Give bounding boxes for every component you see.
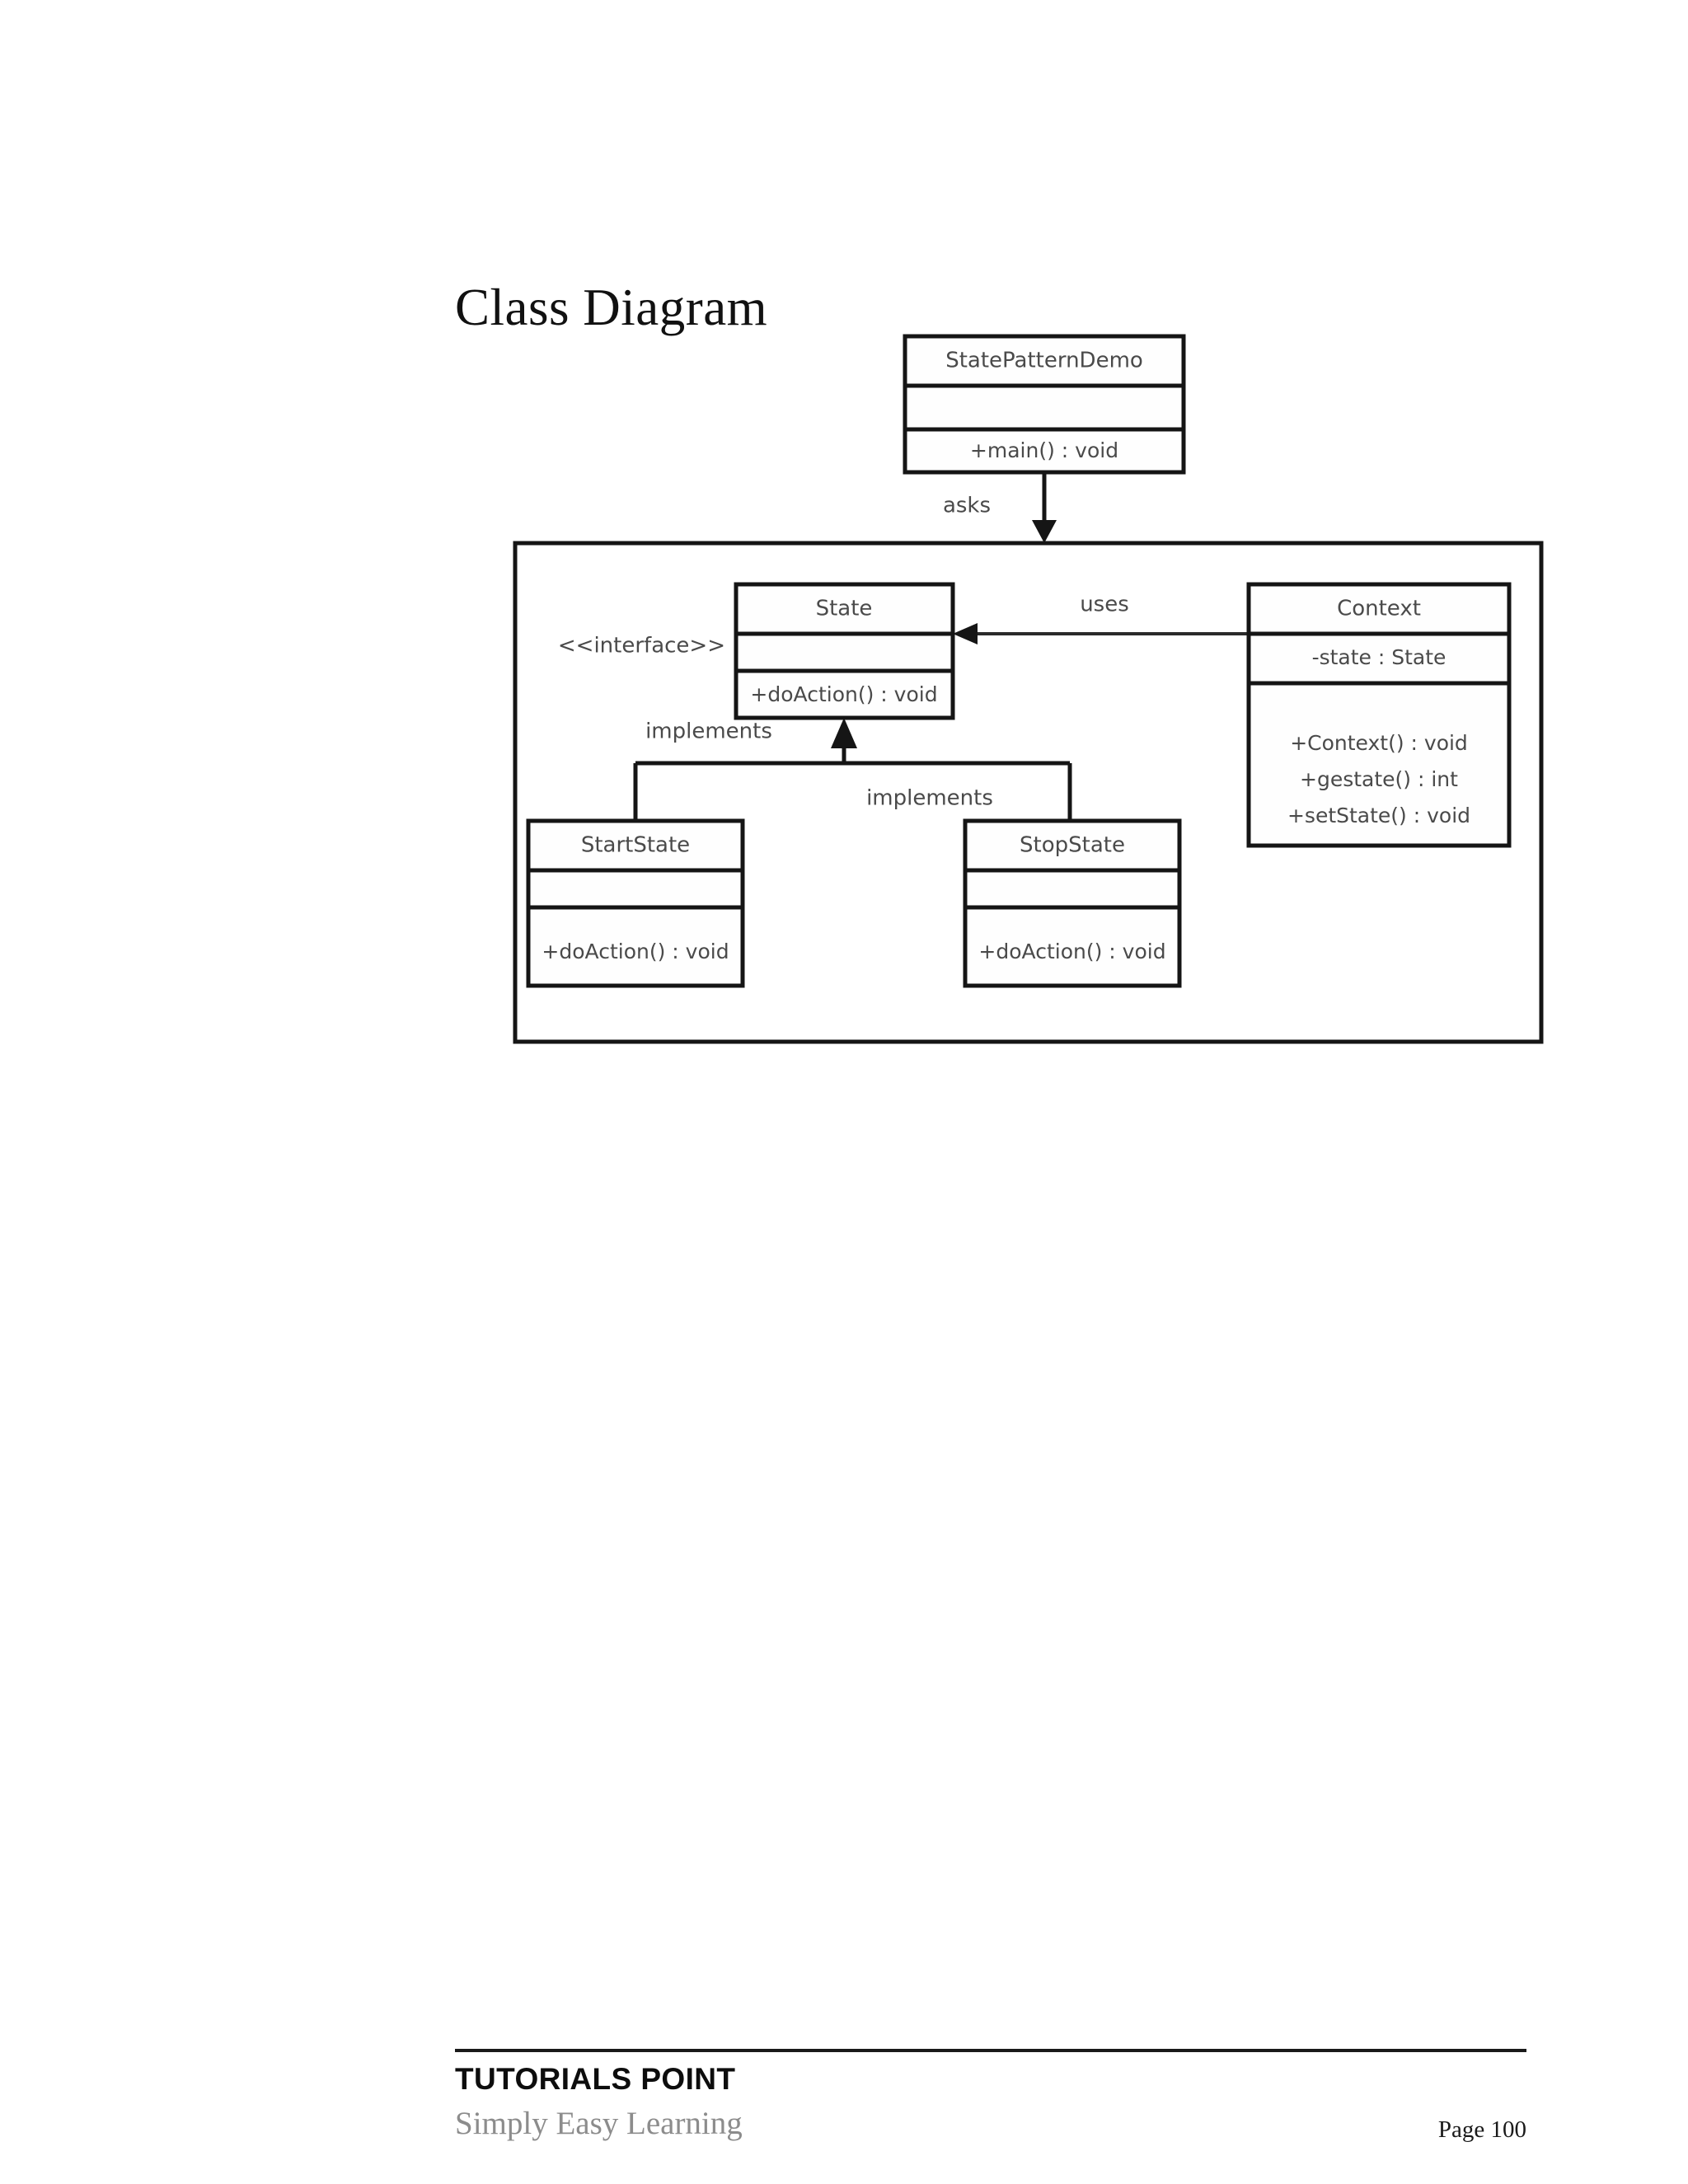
operation-context-gestate: +gestate() : int xyxy=(1300,767,1458,791)
class-box-state-pattern-demo[interactable]: StatePatternDemo +main() : void xyxy=(903,334,1186,475)
attribute-context-state: -state : State xyxy=(1312,645,1447,669)
class-name-state: State xyxy=(816,597,873,621)
edge-label-asks: asks xyxy=(943,494,991,518)
footer-tagline: Simply Easy Learning xyxy=(455,2106,743,2141)
page-number: Page 100 xyxy=(1437,2116,1526,2143)
edge-label-uses: uses xyxy=(1080,593,1129,617)
class-diagram-figure: StatePatternDemo +main() : void asks <<i… xyxy=(33,310,1688,1093)
relationship-asks: asks xyxy=(943,472,1057,543)
operation-start-state-doaction: +doAction() : void xyxy=(542,940,729,963)
class-name-start-state: StartState xyxy=(581,833,690,858)
operation-stop-state-doaction: +doAction() : void xyxy=(978,940,1165,963)
edge-label-implements-start: implements xyxy=(645,719,772,744)
relationship-implements-tree: implements implements xyxy=(633,718,1072,821)
class-box-stop-state[interactable]: StopState +doAction() : void xyxy=(963,818,1182,988)
page-title: Class Diagram xyxy=(455,279,768,337)
operation-context-ctor: +Context() : void xyxy=(1290,731,1468,755)
class-name-state-pattern-demo: StatePatternDemo xyxy=(945,349,1143,373)
footer-brand: TUTORIALS POINT xyxy=(455,2062,736,2096)
class-box-start-state[interactable]: StartState +doAction() : void xyxy=(526,818,745,988)
relationship-uses: uses xyxy=(953,593,1249,644)
operation-main: +main() : void xyxy=(970,438,1118,462)
stereotype-interface-label: <<interface>> xyxy=(558,634,725,658)
operation-context-setstate: +setState() : void xyxy=(1287,804,1470,827)
page-footer: TUTORIALS POINT Simply Easy Learning Pag… xyxy=(0,2049,1688,2172)
class-box-state[interactable]: State +doAction() : void xyxy=(734,582,955,720)
diagram-container-frame xyxy=(513,541,1544,1044)
class-box-context[interactable]: Context -state : State +Context() : void… xyxy=(1246,582,1512,848)
uml-class-diagram: StatePatternDemo +main() : void asks <<i… xyxy=(513,334,1544,1044)
class-name-context: Context xyxy=(1337,597,1421,621)
edge-label-implements-stop: implements xyxy=(866,786,993,811)
class-name-stop-state: StopState xyxy=(1020,833,1125,858)
footer-divider xyxy=(455,2049,1526,2052)
operation-state-doaction: +doAction() : void xyxy=(750,682,937,706)
